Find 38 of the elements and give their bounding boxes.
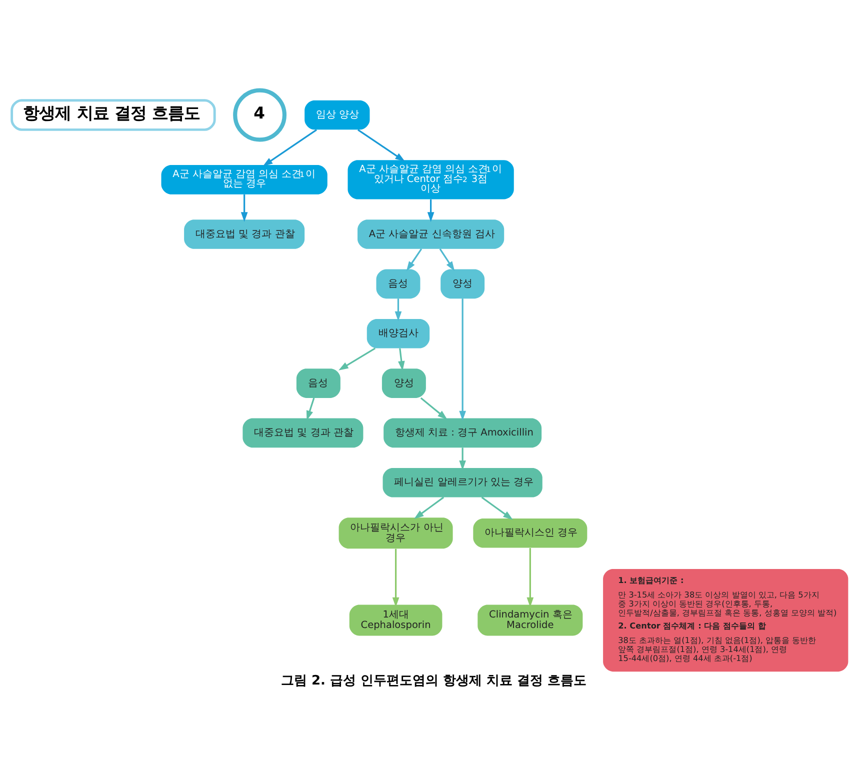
arrow <box>459 298 466 420</box>
label: 4 <box>254 102 266 122</box>
arrow <box>394 298 402 321</box>
node-box: 아나필락시스인 경우 <box>473 518 588 548</box>
arrow <box>414 496 444 519</box>
node-box: 양성 <box>382 368 426 398</box>
node-box: 페니실린 알레르기가 있는 경우 <box>382 467 542 497</box>
arrow <box>392 548 400 607</box>
arrow <box>262 128 318 166</box>
arrow <box>240 194 248 222</box>
arrow <box>338 347 376 370</box>
arrow <box>398 348 405 370</box>
node-box: 아나필락시스가 아닌 경우 <box>338 517 453 548</box>
node-box: 음성 <box>376 268 420 298</box>
arrow <box>459 447 466 470</box>
node-box: 1세대 Cephalosporin <box>349 604 442 636</box>
caption: 그림 2. 급성 인두편도염의 항생제 치료 결정 흐름도 <box>280 672 587 688</box>
arrow <box>358 128 406 162</box>
node-box: 배양검사 <box>366 318 430 348</box>
node-box: A군 사슬알균 신속항원 검사 <box>358 219 504 248</box>
node-box: 양성 <box>440 268 485 298</box>
node-box: 임상 양상 <box>304 100 370 130</box>
node-box: 대중요법 및 경과 관찰 <box>242 418 364 448</box>
arrow <box>526 548 534 607</box>
node-box: 음성 <box>296 368 340 398</box>
arrow <box>481 496 513 520</box>
arrow <box>420 396 448 420</box>
arrow <box>406 248 422 271</box>
arrow <box>439 248 455 271</box>
arrow <box>306 397 315 420</box>
node-box: A군 사슬알균 감염 의심 소견1이 없는 경우 <box>161 164 328 194</box>
node-box: 대중요법 및 경과 관찰 <box>184 219 305 248</box>
node-box: A군 사슬알균 감염 의심 소견1이 있거나 Centor 점수2 3점 이상 <box>348 160 514 199</box>
diagram-title: 항생제 치료 결정 흐름도 <box>23 102 200 122</box>
node-box: Clindamycin 혹은 Macrolide <box>478 604 583 636</box>
node-box: 1. 보험급여기준 : 만 3-15세 소아가 38도 이상의 발열이 있고, 다음 5가지 중 3가지 이상이 동반된 경우(인후통, 두통, 인두발적/삼출물, 경부림프절 혹은 동통, 성홍열 모양의 발적) 2. Centor 점수체계 : 다음 점수들의 합 38도 초과하는 열(1점), 기침 없음(1점), 압통을 동반한 앞쪽 경부림프절(1점), 연령 3-14세(1점), 연령 15-44세(0점), 연령 44세 초과(-1점) <box>603 568 848 672</box>
arrow <box>427 198 434 222</box>
node-box: 항생제 치료 : 경구 Amoxicillin <box>384 418 542 448</box>
